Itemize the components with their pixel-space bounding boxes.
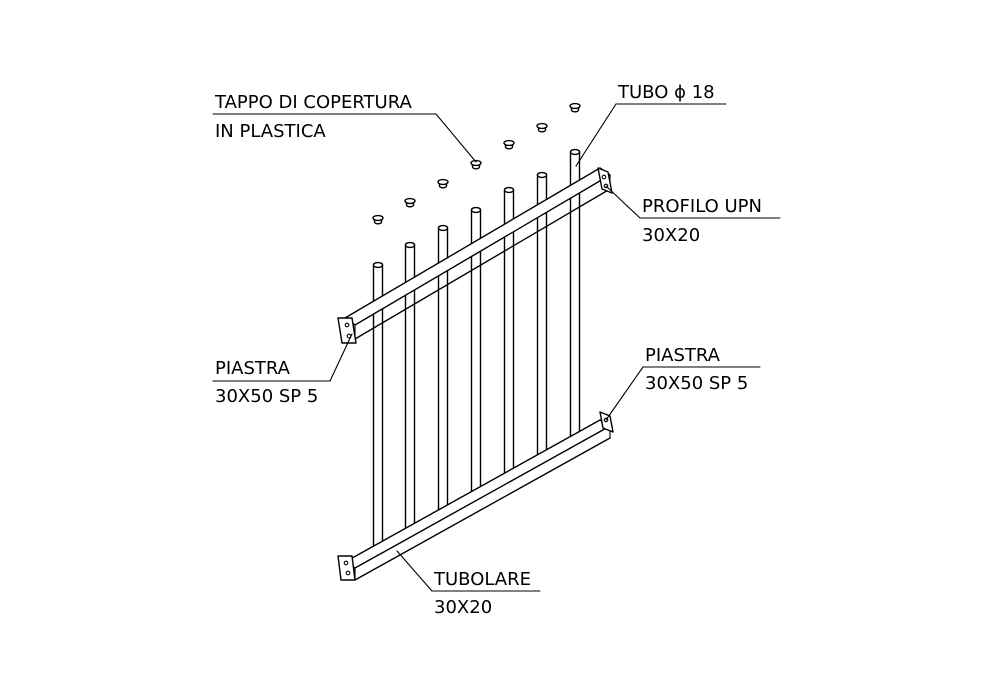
plastic-cap	[503, 139, 515, 150]
plastic-caps	[372, 102, 581, 225]
label-plate-left-line1: PIASTRA	[215, 358, 291, 379]
label-tubular-line2: 30X20	[434, 597, 492, 618]
bottom-left-plate	[337, 555, 356, 581]
top-upn-profile	[344, 167, 611, 340]
tube-top-opening	[404, 241, 416, 249]
top-right-plate	[597, 167, 613, 194]
label-cap-line2: IN PLASTICA	[215, 121, 326, 142]
plastic-cap	[536, 122, 548, 133]
label-upn-line1: PROFILO UPN	[642, 196, 762, 217]
plastic-cap	[470, 159, 482, 170]
label-plate-right-line2: 30X50 SP 5	[645, 373, 748, 394]
plastic-cap	[437, 178, 449, 189]
bottom-right-plate	[599, 411, 614, 433]
tube-top-opening	[470, 206, 482, 214]
label-plate-right-line1: PIASTRA	[645, 345, 721, 366]
tube-top-opening	[503, 186, 515, 194]
tube-top-opening	[437, 224, 449, 232]
tube-top-opening	[569, 148, 581, 156]
label-cap-line1: TAPPO DI COPERTURA	[214, 92, 413, 113]
vertical-tubes	[372, 148, 581, 553]
plastic-cap	[569, 102, 581, 113]
top-left-plate	[337, 317, 357, 344]
label-tube: TUBO ϕ 18	[617, 82, 715, 103]
label-plate-left-line2: 30X50 SP 5	[215, 386, 318, 407]
tube-top-opening	[372, 261, 384, 269]
leader-lines	[212, 103, 781, 592]
tube-top-opening	[536, 171, 548, 179]
plastic-cap	[372, 214, 384, 225]
label-upn-line2: 30X20	[642, 225, 700, 246]
plastic-cap	[404, 197, 416, 208]
label-tubular-line1: TUBOLARE	[433, 569, 531, 590]
